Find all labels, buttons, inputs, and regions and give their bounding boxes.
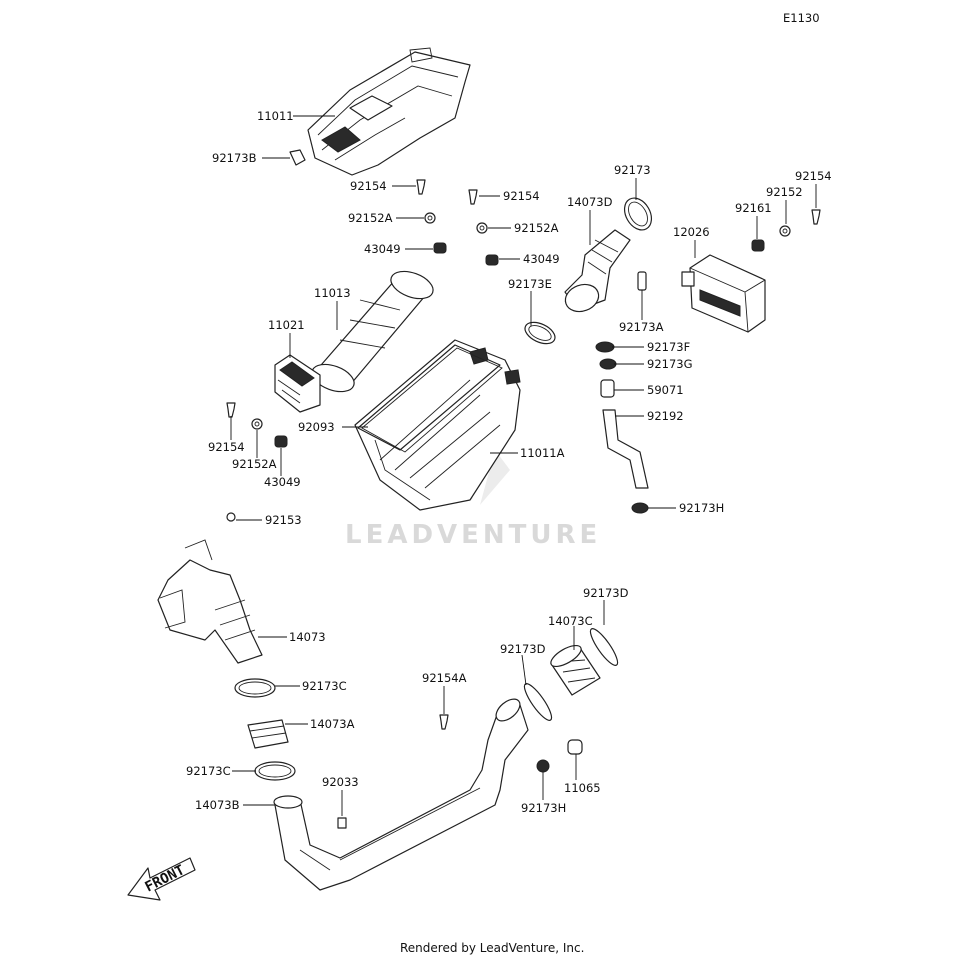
front-arrow: FRONT [127,857,196,901]
label-92173C-b[interactable]: 92173C [186,764,231,778]
label-43049-c[interactable]: 43049 [264,475,301,489]
label-92152A-c[interactable]: 92152A [232,457,277,471]
watermark: LEADVENTURE [345,520,601,550]
label-14073D[interactable]: 14073D [567,195,613,209]
part-11021-foam[interactable] [274,354,321,413]
label-11011[interactable]: 11011 [257,109,294,123]
label-92154A[interactable]: 92154A [422,671,467,685]
part-92154-bolt-d[interactable] [226,402,236,418]
part-92192-hose[interactable] [602,409,649,489]
part-92152A-collar-a[interactable] [424,212,436,224]
label-92152[interactable]: 92152 [766,185,803,199]
part-labels: 11011 92173B 92154 92154 92152A 92152A 4… [186,109,832,815]
part-92173G-clamp[interactable] [599,358,617,370]
label-14073[interactable]: 14073 [289,630,326,644]
label-92173D-b[interactable]: 92173D [500,642,546,656]
part-92173C-clamp-a[interactable] [234,678,276,698]
label-92173H-a[interactable]: 92173H [679,501,724,515]
part-14073A-boot[interactable] [247,719,289,749]
part-92173B-clip[interactable] [289,149,306,166]
label-92173B[interactable]: 92173B [212,151,257,165]
label-92033[interactable]: 92033 [322,775,359,789]
part-11011A-case[interactable] [354,339,521,511]
part-14073D-duct[interactable] [562,229,631,316]
label-92093[interactable]: 92093 [298,420,335,434]
front-label: FRONT [143,862,188,895]
label-92161[interactable]: 92161 [735,201,772,215]
part-92173D-clamp-a[interactable] [520,681,555,724]
label-12026[interactable]: 12026 [673,225,710,239]
part-12026-box[interactable] [681,254,766,333]
label-92154-b[interactable]: 92154 [503,189,540,203]
part-92093-seal[interactable] [361,347,503,453]
label-14073C[interactable]: 14073C [548,614,593,628]
leader-lines [230,115,817,816]
part-92173A-clip[interactable] [637,271,647,291]
label-92173G[interactable]: 92173G [647,357,693,371]
label-92153[interactable]: 92153 [265,513,302,527]
label-92152A-b[interactable]: 92152A [514,221,559,235]
part-92154A-bolt[interactable] [439,714,449,730]
part-92152A-collar-c[interactable] [251,418,263,430]
label-43049-a[interactable]: 43049 [364,242,401,256]
part-43049-grommet-a[interactable] [433,242,447,254]
part-92033-clip[interactable] [337,817,347,829]
footer-credit: Rendered by LeadVenture, Inc. [400,941,584,955]
part-11065-cap[interactable] [567,739,583,755]
label-92173C-a[interactable]: 92173C [302,679,347,693]
label-59071[interactable]: 59071 [647,383,684,397]
part-92173-clamp[interactable] [619,193,657,234]
part-92152-collar[interactable] [779,225,791,237]
part-92154-bolt-b[interactable] [468,189,478,205]
part-43049-grommet-c[interactable] [274,435,288,448]
label-11065[interactable]: 11065 [564,781,601,795]
label-92173A[interactable]: 92173A [619,320,664,334]
label-11013[interactable]: 11013 [314,286,351,300]
part-92173E-clamp[interactable] [522,318,559,348]
label-11021[interactable]: 11021 [268,318,305,332]
label-11011A[interactable]: 11011A [520,446,565,460]
diagram-code: E1130 [783,11,820,25]
label-92154-c[interactable]: 92154 [795,169,832,183]
part-92161-grommet[interactable] [751,239,765,252]
label-92154-a[interactable]: 92154 [350,179,387,193]
label-43049-b[interactable]: 43049 [523,252,560,266]
part-14073B-duct[interactable] [273,695,529,891]
part-92173D-clamp-b[interactable] [586,626,621,669]
label-92173E[interactable]: 92173E [508,277,552,291]
part-92154-bolt-c[interactable] [811,209,821,225]
part-92173C-clamp-b[interactable] [254,761,296,781]
label-92173[interactable]: 92173 [614,163,651,177]
part-14073-duct[interactable] [157,539,263,664]
label-92173H-b[interactable]: 92173H [521,801,566,815]
label-92173D-a[interactable]: 92173D [583,586,629,600]
part-92154-bolt-a[interactable] [416,179,426,195]
part-92173H-clamp-b[interactable] [536,759,550,773]
part-11011-cover[interactable] [307,47,471,176]
label-92152A-a[interactable]: 92152A [348,211,393,225]
label-92192[interactable]: 92192 [647,409,684,423]
part-92152A-collar-b[interactable] [476,222,488,234]
part-92173H-clamp-a[interactable] [631,502,649,514]
label-14073A[interactable]: 14073A [310,717,355,731]
label-92154-d[interactable]: 92154 [208,440,245,454]
label-14073B[interactable]: 14073B [195,798,240,812]
part-92153-bolt[interactable] [226,512,236,522]
part-43049-grommet-b[interactable] [485,254,499,266]
part-14073C-boot[interactable] [548,641,601,696]
part-92173F-clamp[interactable] [595,341,615,353]
part-59071-plug[interactable] [600,379,615,398]
label-92173F[interactable]: 92173F [647,340,690,354]
